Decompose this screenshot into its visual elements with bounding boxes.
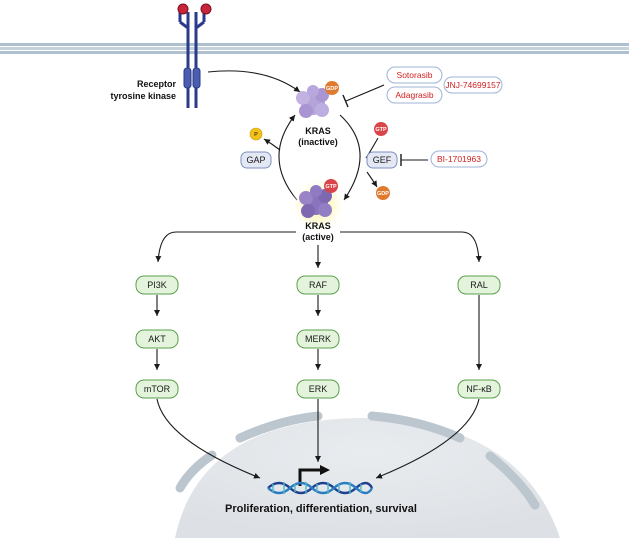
merk-node: MERK (296, 329, 340, 349)
svg-text:NF-κB: NF-κB (466, 384, 492, 394)
svg-text:GDP: GDP (377, 191, 389, 197)
gtp-on-kras-active: GTP (324, 179, 338, 193)
arrow-kras-to-ral (340, 231, 482, 263)
nuclear-envelope-right-top-segment (367, 411, 465, 443)
svg-text:ERK: ERK (309, 384, 328, 394)
cycle-arrow-gef (339, 114, 361, 201)
nfkb-node: NF-κB (457, 379, 501, 399)
svg-text:BI-1701963: BI-1701963 (437, 154, 481, 164)
svg-text:GTP: GTP (325, 184, 337, 190)
gap-box: GAP (240, 151, 272, 169)
arrow-phosphate-out (263, 138, 281, 151)
kras-active-label-line2: (active) (302, 232, 334, 242)
receptor-tyrosine-kinase: Receptor tyrosine kinase (110, 3, 212, 108)
gdp-on-kras-inactive: GDP (325, 81, 339, 95)
receptor-label-line2: tyrosine kinase (110, 91, 176, 101)
svg-text:JNJ-74699157: JNJ-74699157 (445, 80, 501, 90)
arrow-receptor-to-kras (207, 70, 301, 93)
ral-node: RAL (457, 275, 501, 295)
svg-text:PI3K: PI3K (147, 280, 167, 290)
adagrasib-pill: Adagrasib (386, 86, 443, 104)
arrow-nfkb-to-dna (375, 398, 480, 479)
svg-text:Sotorasib: Sotorasib (397, 70, 433, 80)
arrow-kras-to-pi3k (155, 231, 296, 263)
svg-text:GTP: GTP (375, 127, 387, 133)
dna-helix-icon (267, 465, 374, 495)
inhibition-line-kras-inhibitors (345, 84, 385, 102)
ligand-left (177, 3, 189, 15)
arrow-mtor-to-dna (156, 398, 261, 479)
svg-text:GEF: GEF (373, 155, 392, 165)
transcription-start-arrow (298, 468, 322, 486)
sotorasib-pill: Sotorasib (386, 66, 443, 84)
cycle-arrow-gap (278, 114, 298, 201)
inhibition-bar-kras (342, 94, 349, 108)
svg-text:Adagrasib: Adagrasib (395, 90, 434, 100)
ligand-right (200, 3, 212, 15)
svg-text:mTOR: mTOR (144, 384, 171, 394)
svg-text:P: P (254, 132, 258, 138)
nucleus (175, 411, 560, 538)
kinase-domain-left (183, 67, 192, 89)
kras-active-label-line1: KRAS (305, 221, 331, 231)
svg-text:MERK: MERK (305, 334, 331, 344)
phosphate: P (249, 127, 263, 141)
kras-inactive-label-line2: (inactive) (298, 137, 338, 147)
bi-1701963-pill: BI-1701963 (430, 150, 488, 168)
svg-text:GAP: GAP (246, 155, 265, 165)
svg-text:RAF: RAF (309, 280, 328, 290)
kras-inactive-label-line1: KRAS (305, 126, 331, 136)
svg-text:AKT: AKT (148, 334, 166, 344)
svg-text:GDP: GDP (326, 86, 338, 92)
kras-inactive: KRAS (inactive) (296, 85, 338, 147)
receptor-label-line1: Receptor (137, 79, 177, 89)
akt-node: AKT (135, 329, 179, 349)
kinase-domain-right (192, 67, 201, 89)
jnj-74699157-pill: JNJ-74699157 (443, 76, 503, 94)
nuclear-envelope-left-segment (175, 450, 217, 493)
erk-node: ERK (296, 379, 340, 399)
gdp-released: GDP (376, 186, 390, 200)
pi3k-node: PI3K (135, 275, 179, 295)
nucleus-body (175, 418, 560, 538)
nuclear-envelope-right-segment (485, 451, 540, 510)
nuclear-envelope-left-top-segment (235, 411, 323, 443)
svg-text:RAL: RAL (470, 280, 488, 290)
gef-box: GEF (366, 151, 398, 169)
cell-membrane (0, 43, 629, 54)
mtor-node: mTOR (135, 379, 179, 399)
raf-node: RAF (296, 275, 340, 295)
arrow-gdp-out (366, 171, 378, 188)
outcome-label: Proliferation, differentiation, survival (225, 503, 417, 515)
gtp-incoming: GTP (374, 122, 388, 136)
